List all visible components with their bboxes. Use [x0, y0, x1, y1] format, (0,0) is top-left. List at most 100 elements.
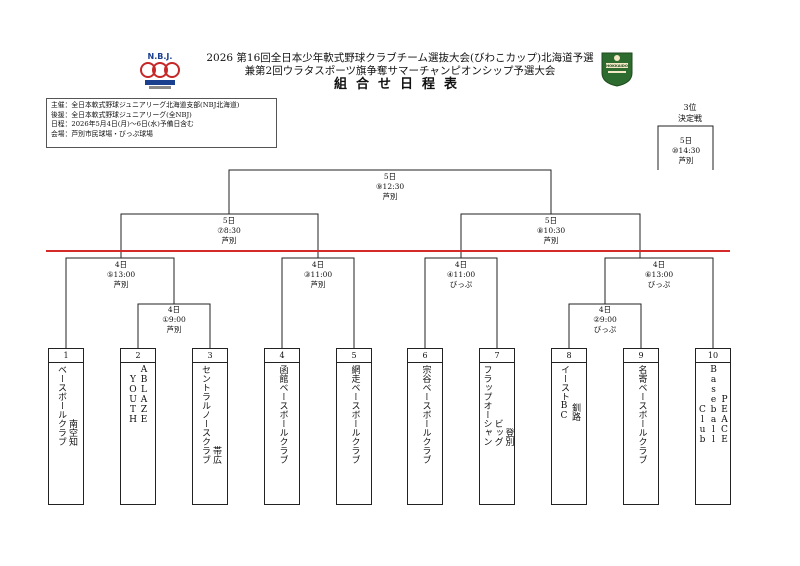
team-name-column: 網走ベースボールクラブ: [349, 365, 360, 464]
team-number: 4: [265, 349, 299, 363]
match-day: 4日: [167, 305, 181, 314]
match-time: ⑨12:30: [375, 182, 405, 191]
third-place-label: 3位 決定戦: [660, 102, 720, 124]
match-quarter-1: 4日 ⑤13:00 芦別: [81, 260, 161, 290]
match-time: ⑥13:00: [644, 270, 674, 279]
match-day: 4日: [114, 260, 128, 269]
team-box: 4 函館ベースボールクラブ: [264, 348, 300, 505]
team-box: 5 網走ベースボールクラブ: [336, 348, 372, 505]
match-venue: 芦別: [310, 280, 326, 289]
team-name: 登別ビッグフラップオーシャン: [480, 363, 514, 450]
team-name-column: ベースボールクラブ: [56, 365, 66, 446]
match-day: 5日: [383, 172, 397, 181]
match-venue: びっぷ: [449, 280, 473, 289]
match-time: ①9:00: [162, 315, 186, 324]
match-venue: びっぷ: [593, 325, 617, 334]
third-place-label-2: 決定戦: [678, 114, 702, 123]
team-name-column: Baseball: [708, 365, 719, 445]
match-day: 4日: [454, 260, 468, 269]
third-place-label-1: 3位: [683, 103, 697, 112]
nbj-logo: N.B.J.: [137, 50, 183, 92]
team-name: 名寄ベースボールクラブ: [624, 363, 658, 468]
team-box: 6 宗谷ベースボールクラブ: [407, 348, 443, 505]
team-name: 帯広セントラルノースクラブ: [193, 363, 227, 468]
team-number: 8: [552, 349, 586, 363]
match-day: 5日: [222, 216, 236, 225]
team-number: 6: [408, 349, 442, 363]
match-time: ⑧10:30: [536, 226, 566, 235]
team-name-column: 登別: [503, 428, 514, 446]
match-first-round-right: 4日 ②9:00 びっぷ: [565, 305, 645, 335]
match-quarter-3: 4日 ④11:00 びっぷ: [421, 260, 501, 290]
match-venue: 芦別: [221, 236, 237, 245]
team-number: 5: [337, 349, 371, 363]
match-time: ⑦8:30: [217, 226, 241, 235]
match-day: 4日: [652, 260, 666, 269]
tournament-subtitle: 兼第2回ウラタスポーツ旗争奪サマーチャンピオンシップ予選大会: [244, 65, 556, 77]
team-name-column: YOUTH: [128, 375, 138, 425]
hokkaido-emblem: HOKKAIDO: [600, 51, 634, 87]
match-time: ⑤13:00: [106, 270, 136, 279]
match-venue: びっぷ: [647, 280, 671, 289]
match-venue: 芦別: [113, 280, 129, 289]
team-number: 7: [480, 349, 514, 363]
match-venue: 芦別: [166, 325, 182, 334]
match-semi-left: 5日 ⑦8:30 芦別: [189, 216, 269, 246]
team-name: 網走ベースボールクラブ: [337, 363, 371, 468]
team-name-column: 函館ベースボールクラブ: [277, 365, 288, 464]
match-day: 5日: [544, 216, 558, 225]
match-first-round-left: 4日 ①9:00 芦別: [134, 305, 214, 335]
team-name: 函館ベースボールクラブ: [265, 363, 299, 468]
match-venue: 芦別: [678, 156, 694, 165]
team-number: 2: [121, 349, 155, 363]
tournament-title: 2026 第16回全日本少年軟式野球クラブチーム選抜大会(びわこカップ)北海道予…: [206, 52, 594, 64]
match-venue: 芦別: [543, 236, 559, 245]
match-semi-right: 5日 ⑧10:30 芦別: [511, 216, 591, 246]
supporter-text: 後援：全日本軟式野球ジュニアリーグ(全NBJ): [51, 110, 192, 119]
info-box: 主催：全日本軟式野球ジュニアリーグ北海道支部(NBJ北海道) 後援：全日本軟式野…: [46, 98, 277, 148]
team-box: 9 名寄ベースボールクラブ: [623, 348, 659, 505]
team-name: PEACEBaseballClub: [696, 363, 730, 449]
nbj-logo-text: N.B.J.: [148, 52, 173, 61]
team-number: 9: [624, 349, 658, 363]
dates-text: 日程：2026年5月4日(月)～6日(水)予備日含む: [51, 120, 194, 129]
team-number: 10: [696, 349, 730, 363]
team-name: 南空知ベースボールクラブ: [49, 363, 83, 450]
team-name-column: 釧路: [570, 403, 580, 421]
team-name-column: イーストBC: [559, 365, 569, 421]
match-time: ②9:00: [593, 315, 617, 324]
hokkaido-emblem-text: HOKKAIDO: [606, 64, 628, 68]
organizer-text: 主催：全日本軟式野球ジュニアリーグ北海道支部(NBJ北海道): [51, 101, 240, 109]
team-name-column: Club: [697, 405, 708, 445]
match-quarter-2: 4日 ③11:00 芦別: [278, 260, 358, 290]
match-quarter-4: 4日 ⑥13:00 びっぷ: [619, 260, 699, 290]
match-third-place: 5日 ⑩14:30 芦別: [646, 136, 726, 166]
match-day: 5日: [679, 136, 693, 145]
match-venue: 芦別: [382, 192, 398, 201]
team-name-column: セントラルノースクラブ: [200, 365, 210, 464]
team-name: 釧路イーストBC: [552, 363, 586, 425]
schedule-heading: 組合せ日程表: [333, 77, 466, 92]
venue-text: 会場：芦別市民球場・びっぷ球場: [51, 129, 153, 138]
team-name-column: PEACE: [719, 395, 730, 445]
team-number: 3: [193, 349, 227, 363]
team-name-column: 帯広: [211, 446, 221, 464]
team-number: 1: [49, 349, 83, 363]
match-time: ③11:00: [303, 270, 333, 279]
team-name: ABLAZEYOUTH: [121, 363, 155, 429]
team-name-column: 宗谷ベースボールクラブ: [420, 365, 431, 464]
team-name-column: 名寄ベースボールクラブ: [636, 365, 647, 464]
match-day: 4日: [598, 305, 612, 314]
match-final: 5日 ⑨12:30 芦別: [350, 172, 430, 202]
match-time: ④11:00: [446, 270, 476, 279]
team-name-column: ビッグ: [492, 419, 503, 446]
team-name-column: 南空知: [67, 419, 77, 446]
team-name-column: ABLAZE: [139, 365, 149, 425]
team-name: 宗谷ベースボールクラブ: [408, 363, 442, 468]
